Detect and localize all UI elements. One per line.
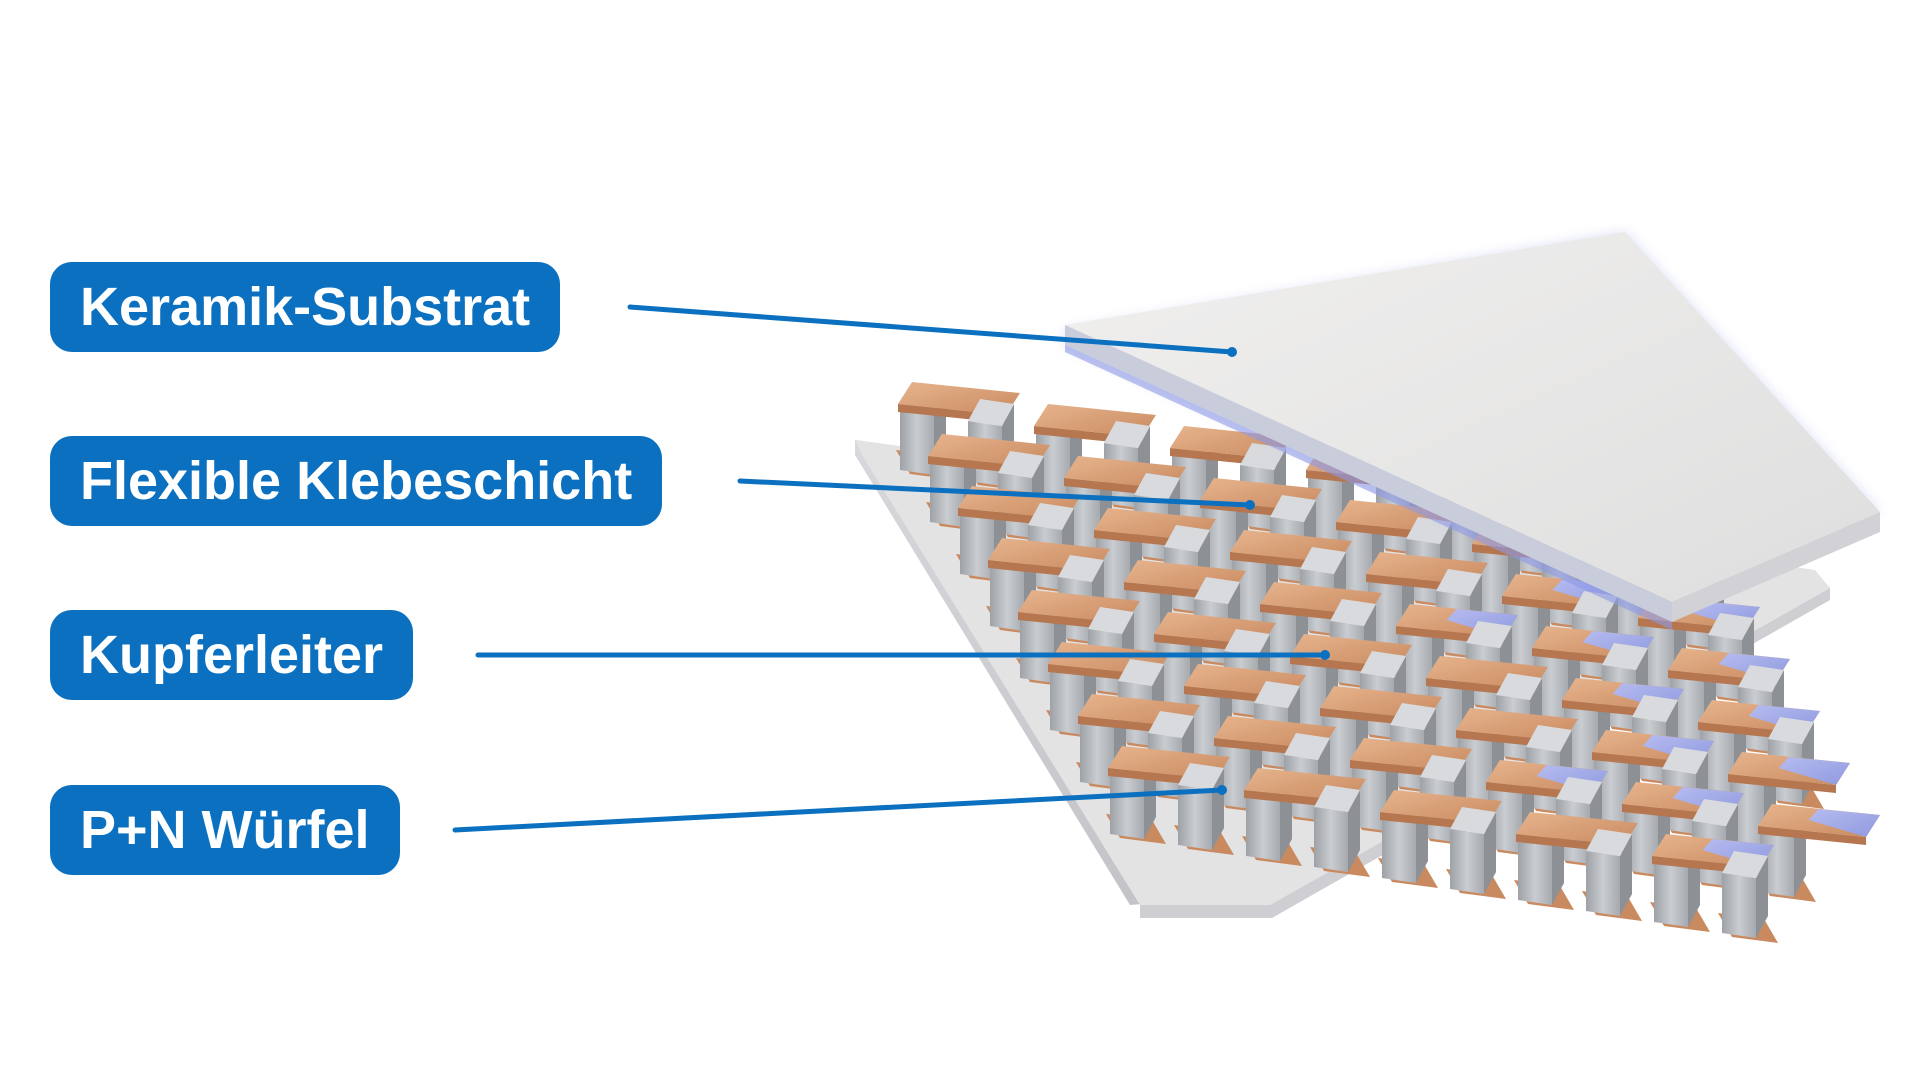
pn-cube (1310, 785, 1370, 877)
leader-dot-pn (1217, 785, 1227, 795)
leader-dot-adhesive (1245, 500, 1255, 510)
pn-cube (1582, 829, 1642, 921)
pn-cube (1718, 851, 1778, 943)
pn-cube (1514, 812, 1638, 910)
label-pn-cubes: P+N Würfel (50, 785, 400, 875)
leader-line-pn (452, 787, 1225, 833)
pn-cube (1756, 804, 1880, 902)
cube-grid (896, 382, 1880, 943)
leader-dot-ceramic (1227, 347, 1237, 357)
leader-lines (452, 304, 1330, 833)
leader-line-ceramic (627, 304, 1235, 355)
leader-line-adhesive (737, 478, 1253, 508)
label-copper-conductor: Kupferleiter (50, 610, 414, 700)
leader-dot-copper (1320, 650, 1330, 660)
top-ceramic-plate (1065, 232, 1880, 630)
label-ceramic-substrate: Keramik-Substrat (50, 262, 561, 352)
pn-cube (1446, 807, 1506, 899)
label-flexible-adhesive-layer: Flexible Klebeschicht (50, 436, 663, 526)
pn-cube (1174, 763, 1234, 855)
